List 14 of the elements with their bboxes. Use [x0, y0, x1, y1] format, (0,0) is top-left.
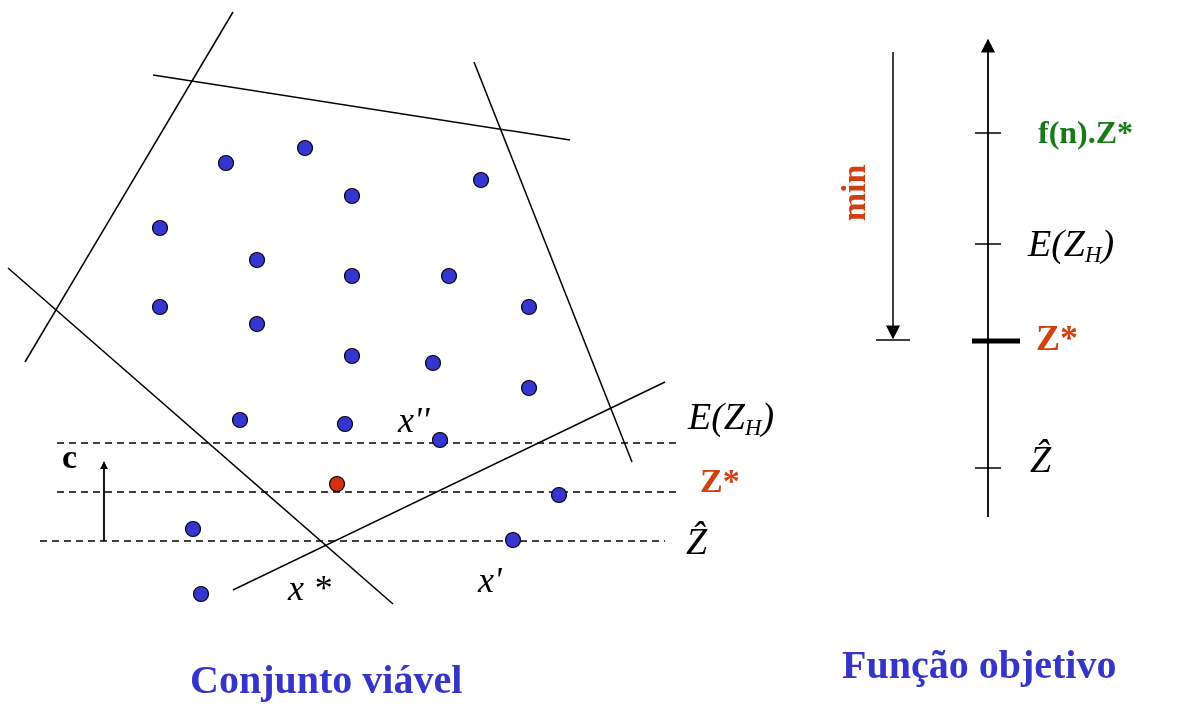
level-label: Z*: [700, 464, 740, 498]
direction-label: min: [837, 164, 872, 222]
vector-label: c: [62, 440, 78, 474]
axis-label: E(Z$_{H}$): [1028, 224, 1115, 267]
axis-label: Ẑ: [1030, 440, 1052, 478]
panel-title: Função objetivo: [842, 645, 1117, 685]
level-label: E(Z$_{H}$): [688, 397, 775, 440]
point-label: x *: [288, 570, 331, 606]
point-label: x'': [398, 402, 430, 438]
level-label: Ẑ: [686, 522, 708, 560]
panel-title: Conjunto viável: [190, 660, 463, 700]
axis-label: Z*: [1036, 320, 1078, 356]
axis-label: f(n).Z*: [1038, 116, 1134, 148]
point-label: x': [478, 562, 502, 598]
